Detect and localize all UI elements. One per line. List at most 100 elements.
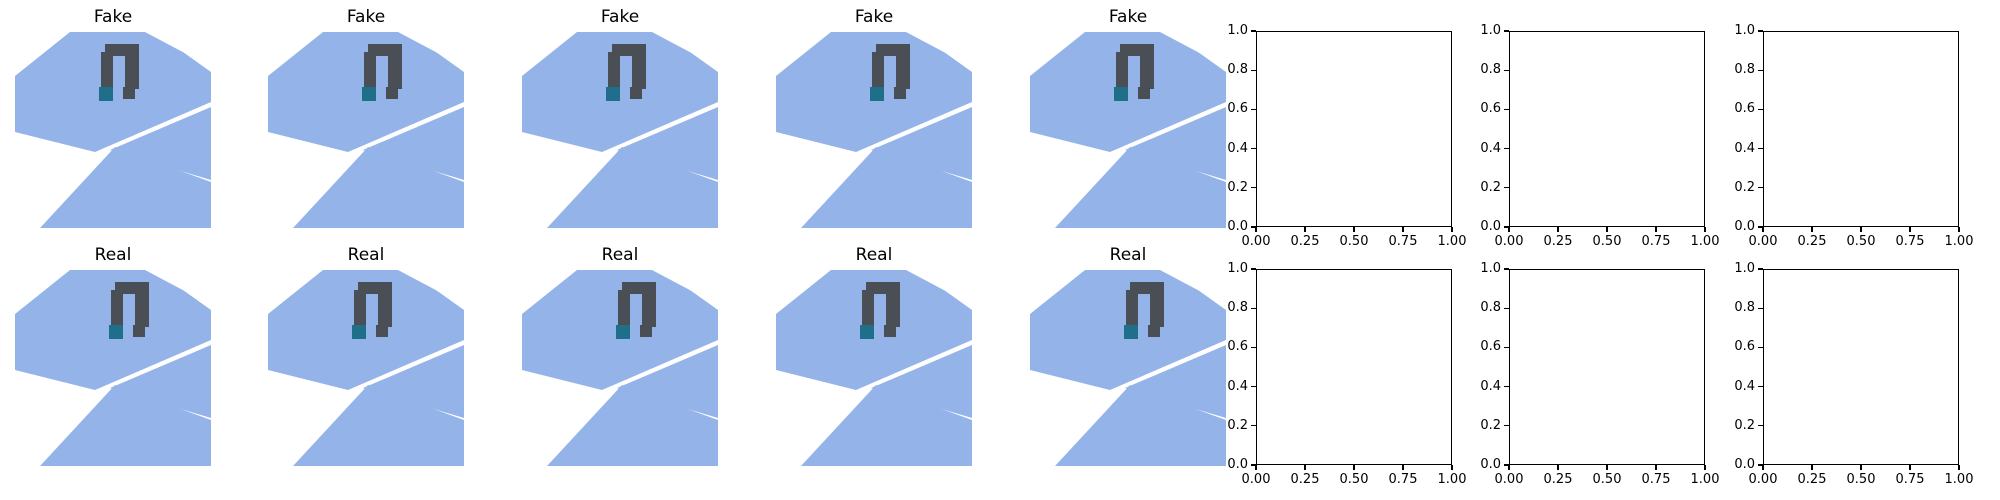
x-tick-mark [1304,227,1306,232]
robot-arm-icon [860,282,900,339]
x-tick-label: 0.00 [1748,472,1778,487]
floor-tile-3 [1125,107,1226,180]
panel-title: Real [601,245,639,265]
empty-axes [1256,31,1452,227]
x-tick-label: 0.25 [1543,472,1573,487]
x-tick-mark [1909,465,1911,470]
y-tick-mark [1251,307,1256,309]
floor-tile-2 [1030,385,1226,466]
y-tick-label: 0.2 [1480,417,1501,433]
y-tick-mark [1758,226,1763,228]
robot-arm-icon [109,282,149,339]
y-tick-mark [1758,386,1763,388]
floor-tile-4 [652,270,718,305]
robot-arm-icon [99,44,139,101]
x-tick-label: 0.25 [1290,234,1320,249]
x-tick-label: 0.25 [1543,234,1573,249]
y-tick-mark [1758,108,1763,111]
floor-tile-3 [617,345,718,418]
x-tick-mark [1557,465,1559,470]
x-tick-mark [1958,227,1960,232]
y-tick-mark [1251,464,1256,466]
y-tick-label: 0.8 [1227,62,1248,78]
y-tick-mark [1504,187,1509,189]
image-panel [522,32,718,228]
empty-axes [1763,31,1959,227]
y-tick-label: 0.8 [1227,300,1248,316]
x-tick-mark [1557,227,1559,232]
empty-axes [1256,269,1452,465]
y-tick-label: 0.8 [1734,300,1755,316]
y-tick-mark [1504,226,1509,228]
y-tick-mark [1251,386,1256,388]
y-tick-mark [1251,425,1256,427]
y-tick-label: 0.8 [1734,62,1755,78]
x-tick-label: 0.75 [1641,472,1671,487]
y-tick-mark [1758,69,1763,71]
y-tick-label: 1.0 [1227,23,1248,38]
floor-tile-4 [1160,32,1226,67]
floor-tile-3 [110,345,211,418]
panel-title: Real [1109,245,1147,265]
x-tick-mark [1353,465,1355,470]
x-tick-mark [1704,465,1706,470]
x-tick-label: 0.50 [1592,234,1622,249]
y-tick-label: 0.6 [1480,101,1501,117]
panel-title: Real [347,245,385,265]
floor-tile-2 [522,147,718,228]
y-tick-mark [1758,148,1763,150]
x-tick-mark [1255,227,1257,232]
panel-title: Fake [346,7,386,27]
x-tick-label: 0.00 [1241,234,1271,249]
robot-arm-icon [616,282,656,339]
y-tick-label: 0.6 [1227,339,1248,355]
empty-axes [1509,31,1705,227]
x-tick-mark [1451,227,1453,232]
y-tick-mark [1251,346,1256,349]
floor-tile-2 [776,147,972,228]
x-tick-mark [1811,465,1813,470]
floor-tile-3 [110,107,211,180]
x-tick-mark [1606,465,1608,470]
robot-arm-icon [352,282,392,339]
y-tick-mark [1504,307,1509,309]
panel-title: Fake [854,7,894,27]
x-tick-mark [1811,227,1813,232]
y-tick-label: 1.0 [1734,23,1755,38]
y-tick-label: 0.4 [1480,140,1501,156]
floor-tile-3 [871,345,972,418]
y-tick-label: 0.4 [1480,378,1501,394]
x-tick-mark [1762,465,1764,470]
y-tick-mark [1251,187,1256,189]
x-tick-label: 0.75 [1388,472,1418,487]
y-tick-mark [1758,464,1763,466]
x-tick-label: 0.25 [1797,472,1827,487]
y-tick-mark [1504,346,1509,349]
floor-tile-3 [363,345,464,418]
floor-tile-2 [15,385,211,466]
y-tick-mark [1758,268,1763,270]
x-tick-mark [1655,227,1657,232]
y-tick-label: 0.2 [1734,417,1755,433]
floor-tile-4 [906,32,972,67]
floor-tile-3 [617,107,718,180]
y-tick-label: 0.0 [1227,219,1248,234]
y-tick-mark [1504,425,1509,427]
y-tick-mark [1504,464,1509,466]
floor-tile-4 [398,32,464,67]
x-tick-mark [1958,465,1960,470]
floor-tile-2 [15,147,211,228]
floor-tile-2 [268,147,464,228]
x-tick-label: 1.00 [1944,472,1974,487]
y-tick-label: 1.0 [1734,261,1755,276]
y-tick-label: 0.0 [1480,219,1501,234]
y-tick-label: 0.0 [1734,457,1755,472]
image-panel [522,270,718,466]
x-tick-label: 0.25 [1290,472,1320,487]
floor-tile-4 [145,270,211,305]
x-tick-mark [1402,227,1404,232]
floor-tile-4 [1160,270,1226,305]
y-tick-mark [1758,30,1763,32]
y-tick-mark [1504,108,1509,111]
floor-tile-4 [652,32,718,67]
